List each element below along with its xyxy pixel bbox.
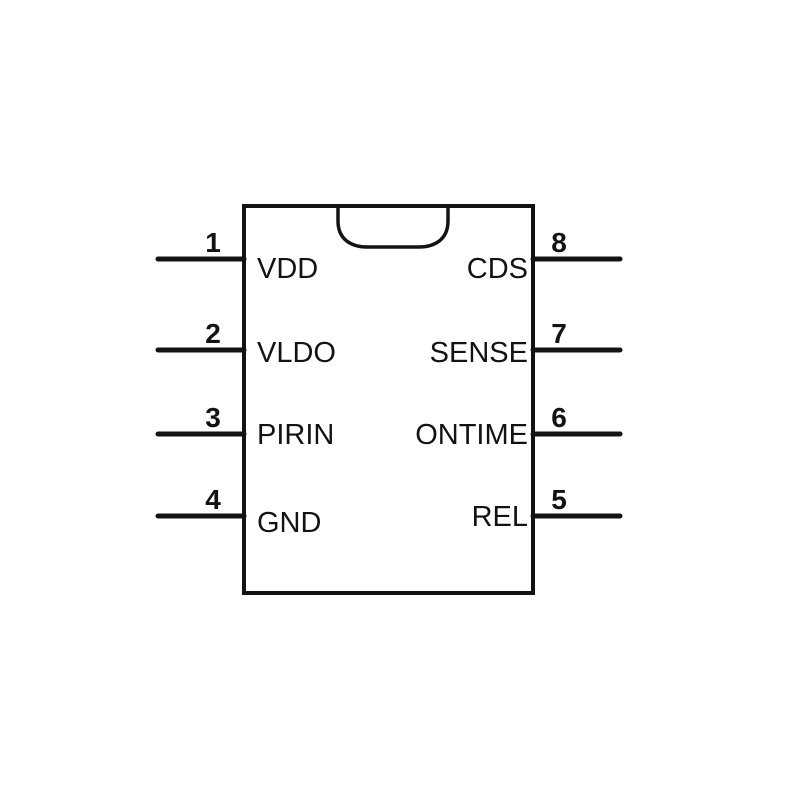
pin-label-cds: CDS [467, 253, 528, 285]
pin-label-rel: REL [472, 501, 528, 533]
pin-label-pirin: PIRIN [257, 419, 334, 451]
pin-label-sense: SENSE [430, 337, 528, 369]
pin-4-number: 4 [205, 484, 221, 515]
pin-label-vdd: VDD [257, 253, 318, 285]
pin-label-vldo: VLDO [257, 337, 336, 369]
pin-6-number: 6 [551, 402, 567, 433]
ic-notch-icon [336, 208, 450, 249]
pin-3-number: 3 [205, 402, 221, 433]
pin-2-number: 2 [205, 318, 221, 349]
pin-1-number: 1 [205, 227, 221, 258]
ic-body [242, 204, 535, 595]
pin-label-gnd: GND [257, 507, 321, 539]
pin-label-ontime: ONTIME [415, 419, 528, 451]
pin-7-number: 7 [551, 318, 567, 349]
pin-8-number: 8 [551, 227, 567, 258]
pin-5-number: 5 [551, 484, 567, 515]
